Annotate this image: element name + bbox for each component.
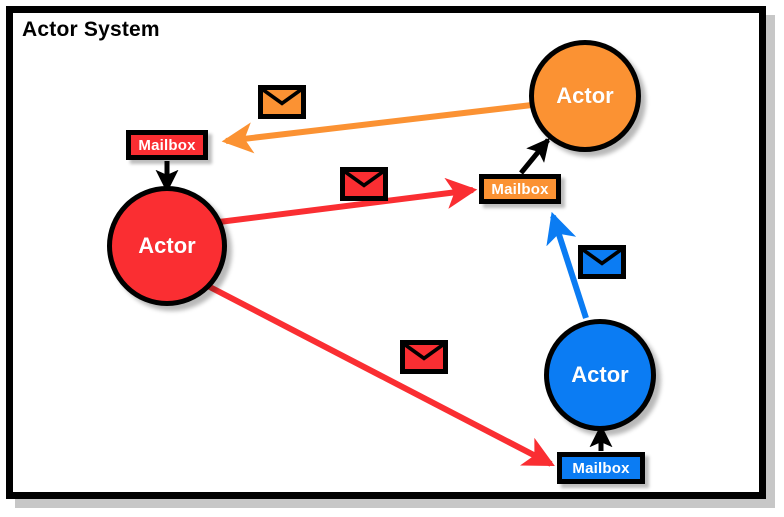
- actor-label: Actor: [138, 233, 196, 258]
- envelope-flap-icon: [345, 172, 383, 188]
- actor-node-orange[interactable]: Actor: [529, 40, 641, 152]
- envelope-flap-icon: [583, 250, 621, 266]
- mailbox-node-blue[interactable]: Mailbox: [557, 452, 645, 484]
- envelope-icon: [258, 85, 306, 119]
- page-title: Actor System: [22, 18, 160, 41]
- mailbox-label: Mailbox: [138, 136, 196, 154]
- envelope-icon: [578, 245, 626, 279]
- mailbox-node-red[interactable]: Mailbox: [126, 130, 208, 160]
- actor-node-blue[interactable]: Actor: [544, 319, 656, 431]
- mailbox-label: Mailbox: [491, 180, 549, 198]
- actor-node-red[interactable]: Actor: [107, 186, 227, 306]
- actor-label: Actor: [556, 83, 614, 108]
- mailbox-label: Mailbox: [572, 459, 630, 477]
- envelope-flap-icon: [405, 345, 443, 361]
- mailbox-node-orange[interactable]: Mailbox: [479, 174, 561, 204]
- envelope-icon: [400, 340, 448, 374]
- envelope-flap-icon: [263, 90, 301, 106]
- envelope-icon: [340, 167, 388, 201]
- actor-label: Actor: [571, 362, 629, 387]
